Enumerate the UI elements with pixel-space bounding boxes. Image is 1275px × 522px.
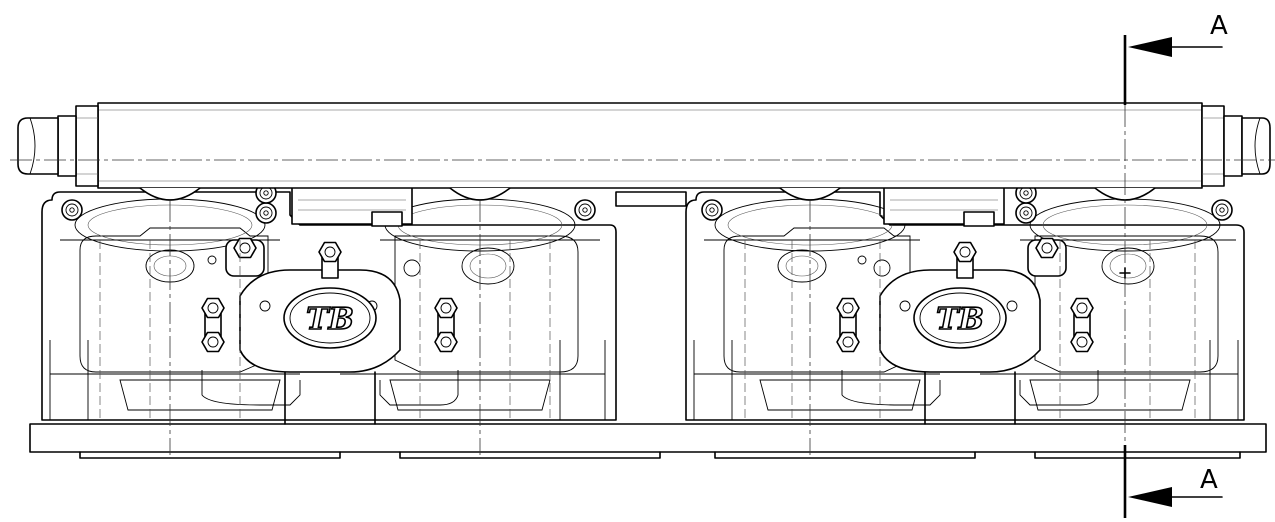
section-arrow-bottom: A — [1128, 465, 1223, 507]
brand-logo-right: TB — [936, 302, 984, 337]
throttle-body-right: TB — [685, 182, 1245, 425]
section-label-top: A — [1210, 11, 1228, 41]
section-label-bottom: A — [1200, 465, 1218, 495]
fuel-fitting-right — [1201, 105, 1271, 187]
connecting-web — [615, 191, 687, 207]
center-lines — [10, 159, 1275, 455]
base-plate — [29, 423, 1267, 459]
fuel-fitting-left — [17, 105, 99, 187]
fuel-rail — [97, 102, 1203, 201]
brand-logo-left: TB — [306, 302, 354, 337]
throttle-body-left: TB — [41, 182, 617, 425]
section-arrow-top: A — [1128, 11, 1228, 57]
section-line-a-a — [1119, 35, 1131, 518]
